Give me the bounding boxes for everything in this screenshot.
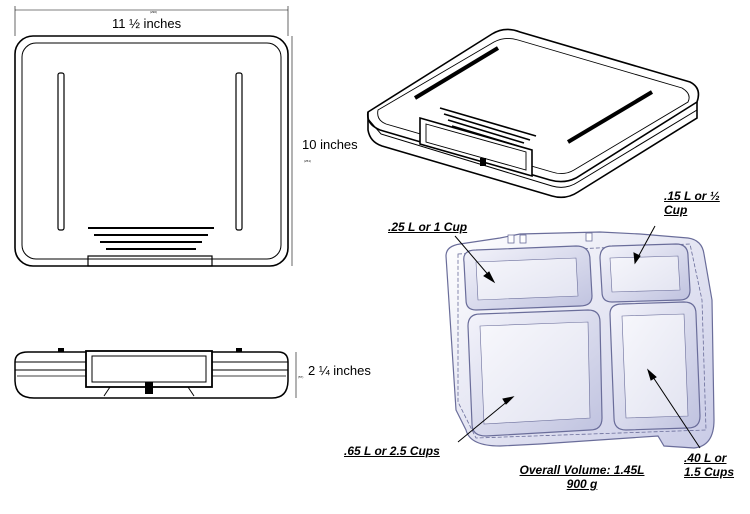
lid-rib-left — [57, 72, 65, 231]
height-label: 2 ¼ inches — [308, 363, 371, 378]
caption-bottom-right-compartment: .40 L or 1.5 Cups — [684, 451, 735, 479]
caption-top-left-compartment: .25 L or 1 Cup — [388, 220, 468, 234]
lid-outline — [14, 35, 289, 267]
depth-label: 10 inches — [302, 137, 358, 152]
leader-arrows — [454, 225, 701, 449]
overall-weight: 900 g — [566, 477, 598, 491]
side-view: (57) — [14, 348, 303, 399]
latch-side-view — [85, 350, 213, 388]
top-view: (290) (251) — [14, 6, 311, 267]
svg-text:(290): (290) — [150, 10, 157, 14]
svg-text:(251): (251) — [304, 159, 311, 163]
lid-rib-right — [235, 72, 243, 231]
iso-latch — [419, 116, 533, 178]
width-label: 11 ½ inches — [112, 16, 182, 31]
svg-text:(57): (57) — [298, 375, 303, 379]
latch-top-view — [87, 255, 213, 267]
overall-volume: Overall Volume: 1.45L — [519, 463, 645, 477]
caption-top-right-compartment: .15 L or ½ Cup — [664, 189, 720, 217]
iso-lid — [366, 28, 700, 183]
isometric-view — [366, 28, 700, 199]
caption-bottom-left-compartment: .65 L or 2.5 Cups — [344, 444, 440, 458]
tray-view — [445, 231, 715, 449]
overall-summary: Overall Volume: 1.45L 900 g — [514, 463, 650, 491]
side-outline — [14, 351, 289, 399]
iso-side — [367, 102, 698, 199]
